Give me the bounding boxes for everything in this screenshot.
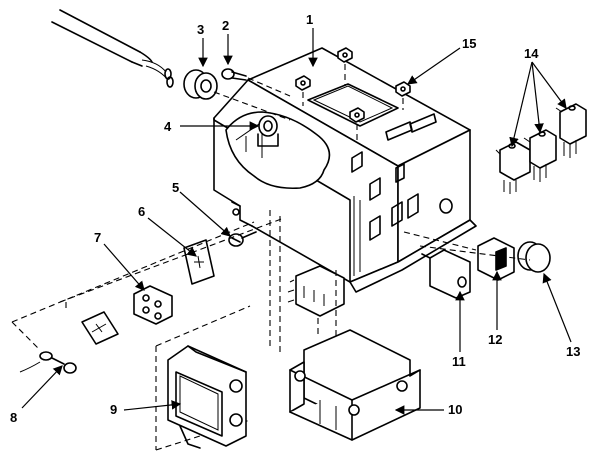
callout-9: 9	[110, 402, 117, 417]
callout-15: 15	[462, 36, 476, 51]
callout-13: 13	[566, 344, 580, 359]
callout-12: 12	[488, 332, 502, 347]
top-nuts	[295, 47, 411, 123]
rocker-switch	[477, 237, 515, 281]
callout-4: 4	[164, 119, 172, 134]
relay-coil	[167, 345, 247, 449]
power-cord	[51, 9, 174, 88]
pilot-lamp	[517, 241, 551, 273]
callout-5: 5	[172, 180, 179, 195]
connector	[287, 265, 345, 338]
strain-relief-bushing	[183, 69, 218, 100]
label-plate-6	[183, 239, 215, 285]
callout-numbers: 1 2 3 4 5 6 7 8 9 10 11 12 13 14 15	[10, 12, 580, 425]
grommet	[257, 115, 279, 147]
transformer	[289, 329, 421, 441]
micro-switches	[495, 103, 587, 194]
callout-11: 11	[452, 354, 466, 369]
screw-small	[221, 68, 247, 81]
leader-lines	[21, 28, 572, 415]
wire-lug	[19, 351, 77, 374]
callout-2: 2	[222, 18, 229, 33]
callout-1: 1	[306, 12, 313, 27]
insulator-pad	[81, 311, 119, 345]
callout-7: 7	[94, 230, 101, 245]
fuse-holder	[421, 249, 471, 299]
terminal-block	[133, 285, 173, 325]
callout-10: 10	[448, 402, 462, 417]
callout-3: 3	[197, 22, 204, 37]
callout-8: 8	[10, 410, 17, 425]
callout-6: 6	[138, 204, 145, 219]
callout-14: 14	[524, 46, 539, 61]
